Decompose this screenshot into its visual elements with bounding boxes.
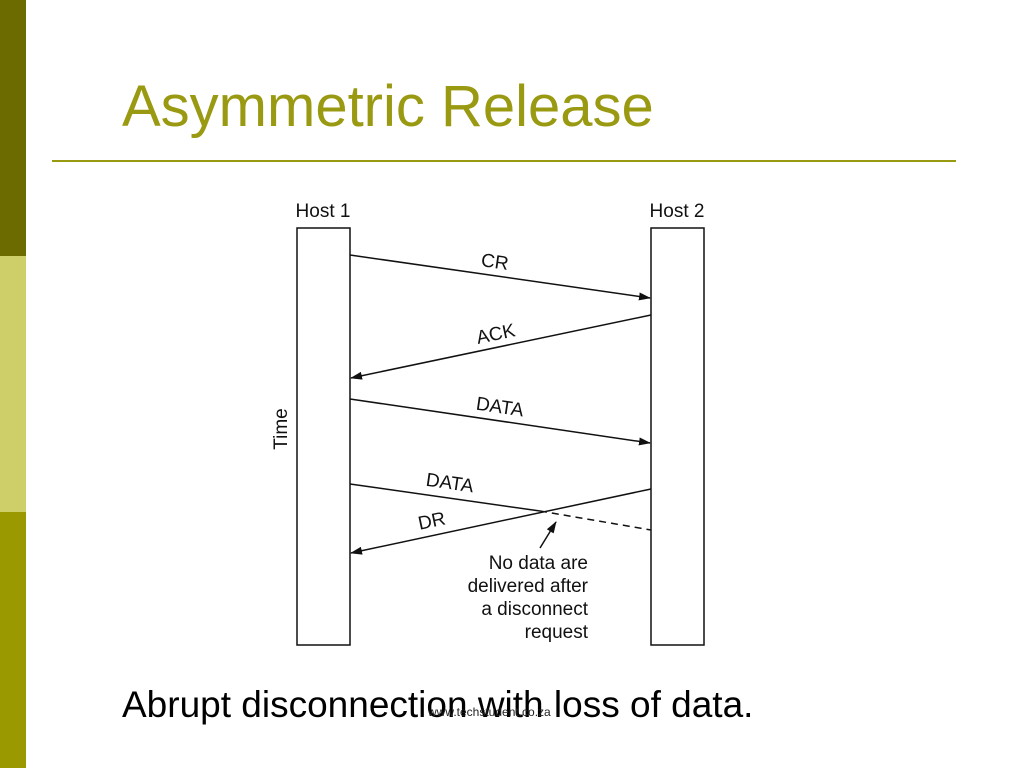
side-bar-medium <box>0 512 26 768</box>
note-line-2: delivered after <box>468 576 589 597</box>
data-label-2: DATA <box>425 470 476 498</box>
dr-label: DR <box>416 508 447 534</box>
note-pointer-arrow <box>539 521 557 549</box>
host2-label: Host 2 <box>650 201 705 222</box>
ack-arrow <box>350 314 652 380</box>
host1-label: Host 1 <box>296 201 351 222</box>
note-line-3: a disconnect <box>481 599 588 620</box>
dr-arrow <box>350 488 652 555</box>
note-line-4: request <box>525 622 589 643</box>
data-lost-dashed <box>539 510 652 531</box>
data-arrow-1 <box>349 398 651 446</box>
watermark-link[interactable]: www.techstudent.co.za <box>428 705 551 719</box>
cr-label: CR <box>480 250 510 275</box>
side-bar-light <box>0 256 26 512</box>
slide-caption: Abrupt disconnection with loss of data. <box>122 684 754 725</box>
title-rule <box>52 160 956 162</box>
cr-arrow <box>349 254 651 301</box>
slide-title: Asymmetric Release <box>122 74 654 139</box>
time-label: Time <box>271 408 292 450</box>
host2-timeline <box>650 227 705 646</box>
data-arrow-2 <box>349 483 541 512</box>
data-label-1: DATA <box>475 394 526 422</box>
side-bar-dark <box>0 0 26 256</box>
note-line-1: No data are <box>489 553 588 574</box>
host1-timeline <box>296 227 351 646</box>
